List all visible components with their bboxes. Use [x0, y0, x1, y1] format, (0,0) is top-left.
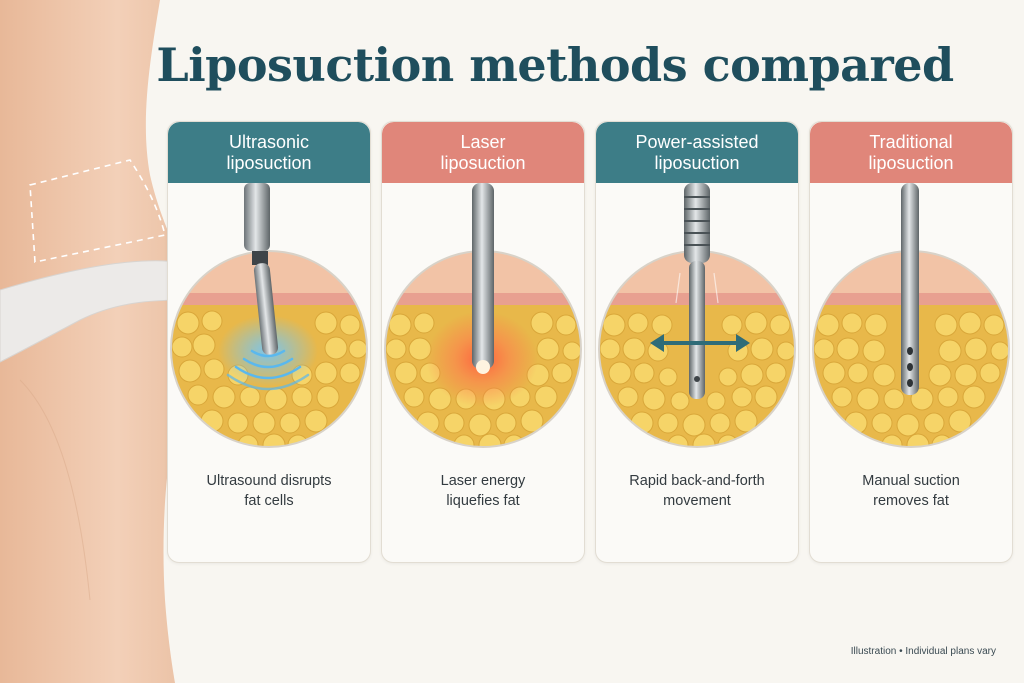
power-assisted-illustration [596, 183, 798, 463]
cannula-handle [684, 183, 710, 263]
treatment-area-outline [29, 159, 166, 263]
card-header: Power-assisted liposuction [596, 122, 798, 183]
card-caption: Rapid back-and-forth movement [629, 473, 765, 509]
footnote: Illustration • Individual plans vary [850, 646, 996, 657]
card-caption: Ultrasound disrupts fat cells [206, 473, 332, 509]
laser-illustration [382, 183, 584, 463]
card-caption: Laser energy liquefies fat [440, 473, 526, 509]
card-header: Traditional liposuction [810, 122, 1012, 183]
back-and-forth-arrow [650, 334, 750, 352]
cannula-tip [253, 263, 279, 355]
fat-cells [599, 311, 795, 447]
page-title: Liposuction methods compared [156, 38, 954, 92]
card-header: Ultrasonic liposuction [168, 122, 370, 183]
cannula-shaft [901, 183, 919, 395]
method-card-laser: Laser liposuction [381, 121, 585, 563]
cannula-shaft [689, 261, 705, 399]
ultrasonic-illustration [168, 183, 370, 463]
ultrasound-waves [226, 349, 310, 391]
torso-skin [0, 0, 196, 683]
method-card-traditional: Traditional liposuction [809, 121, 1013, 563]
card-header: Laser liposuction [382, 122, 584, 183]
method-card-ultrasonic: Ultrasonic liposuction [167, 121, 371, 563]
cannula-shaft [244, 183, 270, 251]
traditional-illustration [810, 183, 1012, 463]
card-caption: Manual suction removes fat [862, 473, 960, 509]
method-card-power-assisted: Power-assisted liposuction [595, 121, 799, 563]
suction-holes [907, 347, 913, 387]
laser-fiber [472, 183, 494, 369]
